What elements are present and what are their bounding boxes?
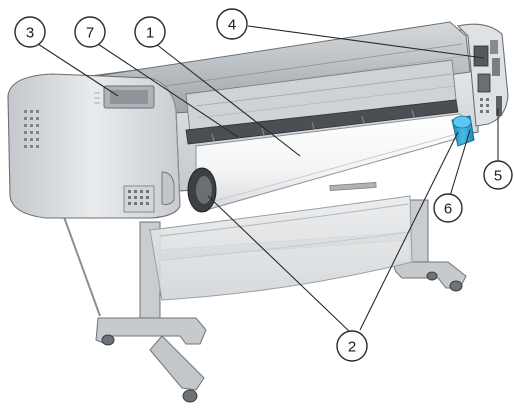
leader-7 — [97, 43, 239, 138]
callout-6: 6 — [433, 193, 463, 223]
leader-4 — [247, 25, 485, 59]
leader-6 — [449, 129, 471, 197]
caster-wheels — [101, 271, 463, 403]
callout-2-label: 2 — [348, 339, 356, 356]
callout-2: 2 — [336, 330, 368, 362]
callout-7: 7 — [74, 16, 106, 48]
stand-left-foot — [95, 317, 207, 345]
front-panel — [94, 85, 155, 109]
callout-1: 1 — [134, 16, 166, 48]
stand-right-leg — [409, 199, 429, 263]
leader-1 — [155, 43, 301, 157]
left-vent-grill — [24, 110, 39, 148]
callout-4-label: 4 — [228, 17, 236, 34]
printer-body — [7, 21, 509, 219]
callout-7-label: 7 — [86, 25, 94, 42]
leader-2b — [359, 131, 459, 331]
callout-3-label: 3 — [26, 25, 34, 42]
callout-6-label: 6 — [444, 201, 452, 218]
spindle-left-hub — [187, 167, 217, 213]
leader-lines — [37, 25, 499, 333]
callout-4: 4 — [216, 8, 248, 40]
right-side-slots — [473, 40, 502, 116]
callout-5-label: 5 — [494, 168, 502, 185]
callout-5: 5 — [483, 160, 513, 190]
leader-3 — [37, 43, 119, 97]
right-lower-vent — [480, 98, 489, 113]
left-lower-vent — [123, 185, 155, 213]
spindle-right-hub — [451, 115, 475, 147]
callout-1-label: 1 — [146, 25, 154, 42]
paper-slot — [185, 99, 459, 145]
output-basket — [149, 181, 413, 301]
basket-handle — [329, 181, 377, 192]
leader-2a — [207, 195, 351, 333]
callout-3: 3 — [14, 16, 46, 48]
